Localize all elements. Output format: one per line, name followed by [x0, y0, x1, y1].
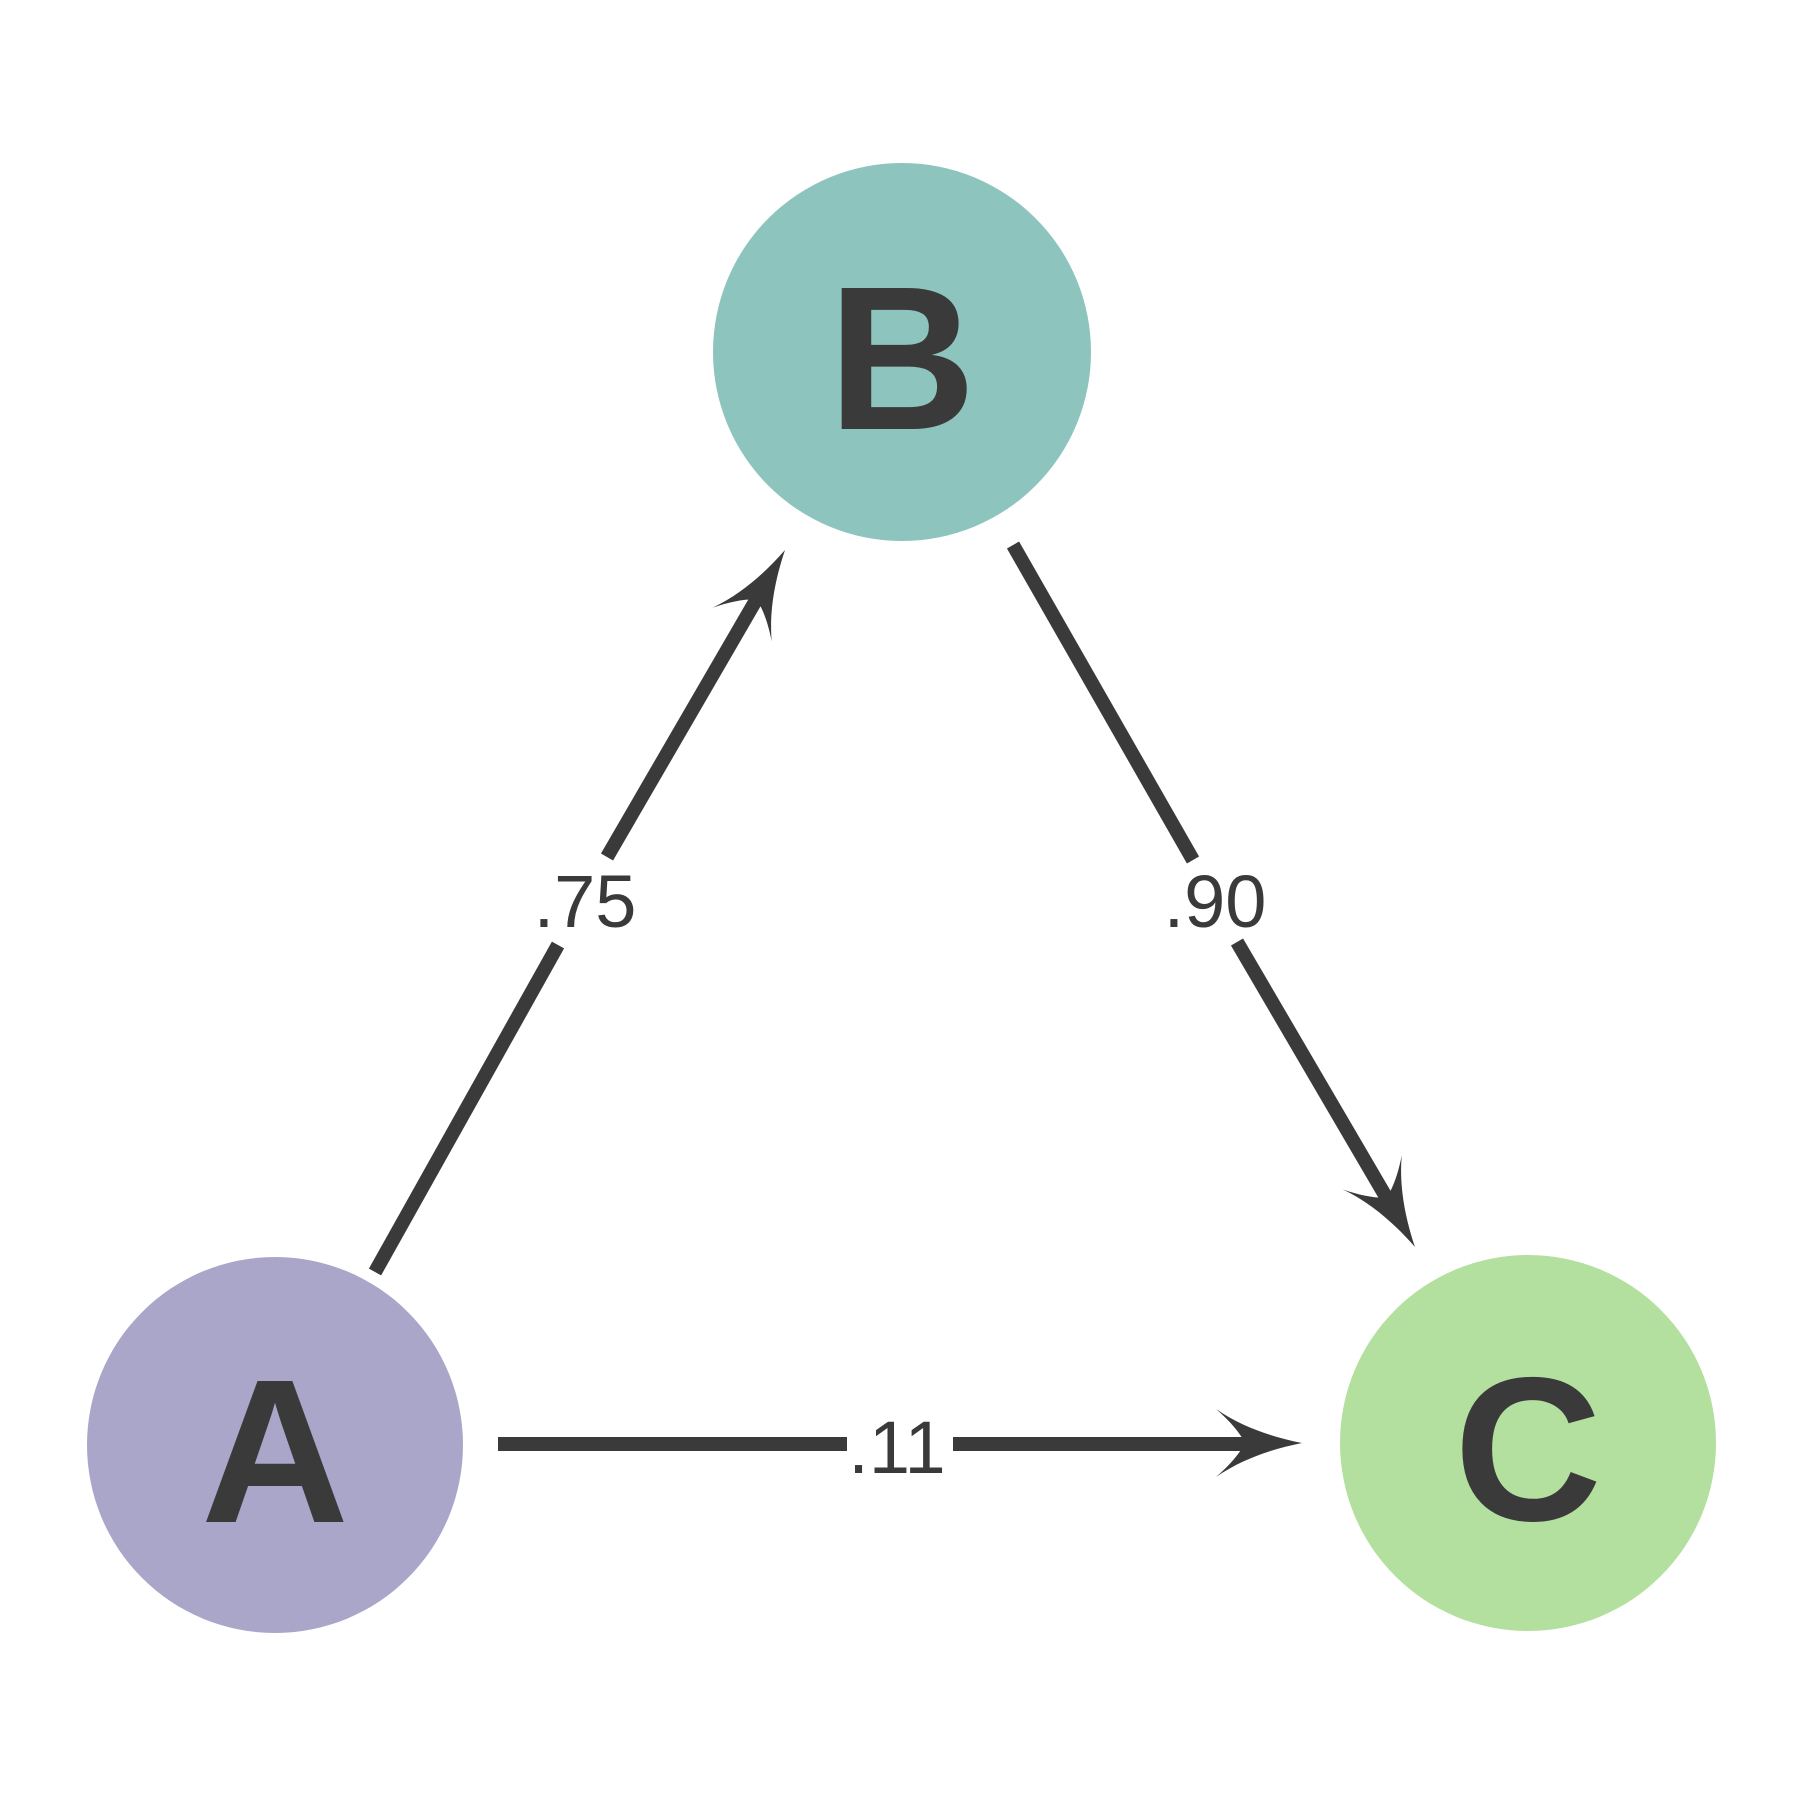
node-c-label: C: [1454, 1335, 1602, 1564]
node-a-label: A: [201, 1337, 349, 1566]
edge-a-b-weight-label: .75: [534, 860, 637, 943]
node-b-circle: [713, 163, 1091, 541]
edge-a-b-line-lower: [368, 941, 565, 1276]
edge-b-c-weight-label: .90: [1164, 860, 1267, 943]
node-a: A: [87, 1257, 463, 1633]
node-b-label: B: [828, 244, 976, 473]
edge-b-c-arrowhead-icon: [1342, 1155, 1415, 1247]
node-c: C: [1340, 1255, 1716, 1631]
edge-a-b-arrowhead-icon: [712, 550, 785, 642]
node-c-circle: [1340, 1255, 1716, 1631]
node-b: B: [713, 163, 1091, 541]
edge-a-b: .75: [368, 550, 785, 1276]
edge-b-c: .90: [1006, 541, 1415, 1247]
node-a-circle: [87, 1257, 463, 1633]
edge-a-c-arrowhead-icon: [1216, 1409, 1302, 1477]
edge-b-c-line-upper: [1006, 541, 1200, 864]
edge-b-c-line-lower: [1230, 938, 1396, 1206]
edge-a-c-weight-label: .11: [848, 1406, 945, 1489]
edge-a-b-line-upper: [600, 591, 766, 861]
edge-a-c: .11: [498, 1406, 1302, 1489]
